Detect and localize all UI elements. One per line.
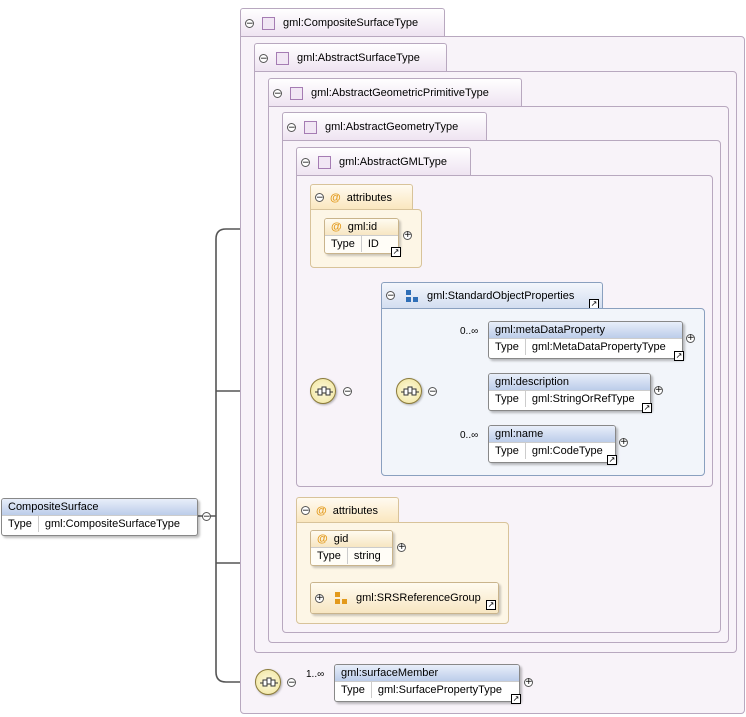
- element-metadata-property[interactable]: gml:metaDataProperty Type gml:MetaDataPro…: [488, 321, 683, 359]
- standard-object-properties-tab[interactable]: − gml:StandardObjectProperties: [381, 282, 603, 308]
- expand-icon[interactable]: +: [397, 542, 406, 552]
- collapse-icon[interactable]: −: [202, 512, 211, 522]
- attribute-name: gml:id: [347, 221, 378, 233]
- collapse-icon[interactable]: −: [245, 18, 254, 29]
- type-link-icon[interactable]: ↗: [486, 600, 496, 610]
- abstract-gml-type-tab[interactable]: − gml:AbstractGMLType: [296, 147, 471, 176]
- attributes-tab[interactable]: − @ attributes: [310, 184, 413, 210]
- composite-surface-type-tab[interactable]: − gml:CompositeSurfaceType: [240, 8, 445, 37]
- element-name: gml:name: [489, 426, 615, 442]
- attributes-tab[interactable]: − @ attributes: [296, 497, 399, 523]
- cardinality-label: 0..∞: [460, 326, 479, 337]
- collapse-icon[interactable]: −: [315, 193, 324, 203]
- element-name: gml:metaDataProperty: [489, 322, 682, 338]
- complex-type-icon: [304, 120, 317, 134]
- attribute-at-icon: @: [331, 221, 342, 233]
- element-description[interactable]: gml:description Type gml:StringOrRefType: [488, 373, 651, 411]
- expand-icon[interactable]: +: [654, 385, 663, 395]
- element-name: CompositeSurface: [2, 499, 197, 515]
- element-gml-name[interactable]: gml:name Type gml:CodeType: [488, 425, 616, 463]
- root-element-composite-surface[interactable]: CompositeSurface Type gml:CompositeSurfac…: [1, 498, 198, 536]
- collapse-icon[interactable]: −: [259, 53, 268, 64]
- element-surface-member[interactable]: gml:surfaceMember Type gml:SurfacePropert…: [334, 664, 520, 702]
- type-key: Type: [2, 516, 39, 532]
- attribute-name: gid: [333, 533, 349, 545]
- attributes-label: attributes: [346, 191, 392, 204]
- element-name: gml:surfaceMember: [335, 665, 519, 681]
- collapse-icon[interactable]: −: [301, 157, 310, 168]
- type-label: gml:AbstractSurfaceType: [297, 52, 420, 64]
- expand-icon[interactable]: +: [524, 677, 533, 687]
- type-value: gml:StringOrRefType: [531, 393, 635, 405]
- type-link-icon[interactable]: ↗: [511, 694, 521, 704]
- expand-icon[interactable]: +: [403, 230, 412, 240]
- cardinality-label: 0..∞: [460, 430, 479, 441]
- type-key: Type: [489, 443, 526, 459]
- element-name: gml:description: [489, 374, 650, 390]
- type-label: gml:AbstractGeometricPrimitiveType: [311, 87, 489, 99]
- complex-type-icon: [262, 16, 275, 30]
- attribute-group-label: gml:SRSReferenceGroup: [356, 592, 481, 604]
- complex-type-icon: [318, 155, 331, 169]
- type-label: gml:AbstractGMLType: [339, 156, 447, 168]
- attributes-label: attributes: [332, 504, 378, 517]
- collapse-icon[interactable]: −: [343, 387, 352, 397]
- attribute-group-icon: [335, 592, 347, 604]
- collapse-icon[interactable]: −: [386, 291, 395, 301]
- type-label: gml:CompositeSurfaceType: [283, 17, 419, 29]
- type-value: string: [353, 550, 381, 562]
- sequence-compositor-icon[interactable]: [396, 378, 422, 404]
- attribute-gid[interactable]: @ gid Type string: [310, 530, 393, 566]
- type-value: ID: [367, 238, 379, 250]
- type-link-icon[interactable]: ↗: [391, 247, 401, 257]
- type-value: gml:MetaDataPropertyType: [531, 341, 666, 353]
- type-value: gml:CompositeSurfaceType: [44, 518, 180, 530]
- sequence-compositor-icon[interactable]: [255, 669, 281, 695]
- attribute-gml-id[interactable]: @ gml:id Type ID: [324, 218, 399, 254]
- type-value: gml:SurfacePropertyType: [377, 684, 502, 696]
- collapse-icon[interactable]: −: [428, 387, 437, 397]
- collapse-icon[interactable]: −: [287, 122, 296, 133]
- type-link-icon[interactable]: ↗: [607, 455, 617, 465]
- group-icon: [406, 289, 418, 302]
- collapse-icon[interactable]: −: [301, 506, 310, 516]
- collapse-icon[interactable]: −: [273, 88, 282, 99]
- complex-type-icon: [276, 51, 289, 65]
- complex-type-icon: [290, 86, 303, 100]
- attribute-group-srs-reference[interactable]: + gml:SRSReferenceGroup: [310, 582, 499, 614]
- sequence-compositor-icon[interactable]: [310, 378, 336, 404]
- collapse-icon[interactable]: −: [287, 678, 296, 688]
- abstract-geometric-primitive-type-tab[interactable]: − gml:AbstractGeometricPrimitiveType: [268, 78, 522, 107]
- expand-icon[interactable]: +: [619, 437, 628, 447]
- abstract-surface-type-tab[interactable]: − gml:AbstractSurfaceType: [254, 43, 447, 72]
- type-value: gml:CodeType: [531, 445, 603, 457]
- type-key: Type: [335, 682, 372, 698]
- cardinality-label: 1..∞: [306, 669, 325, 680]
- type-key: Type: [489, 391, 526, 407]
- type-key: Type: [489, 339, 526, 355]
- expand-icon[interactable]: +: [686, 333, 695, 343]
- type-key: Type: [325, 236, 362, 252]
- attribute-at-icon: @: [317, 533, 328, 545]
- expand-icon[interactable]: +: [315, 592, 324, 603]
- group-label: gml:StandardObjectProperties: [427, 289, 575, 302]
- abstract-geometry-type-tab[interactable]: − gml:AbstractGeometryType: [282, 112, 487, 141]
- type-link-icon[interactable]: ↗: [674, 351, 684, 361]
- attribute-at-icon: @: [316, 504, 327, 517]
- attribute-at-icon: @: [330, 191, 341, 204]
- type-label: gml:AbstractGeometryType: [325, 121, 459, 133]
- type-key: Type: [311, 548, 348, 564]
- type-link-icon[interactable]: ↗: [642, 403, 652, 413]
